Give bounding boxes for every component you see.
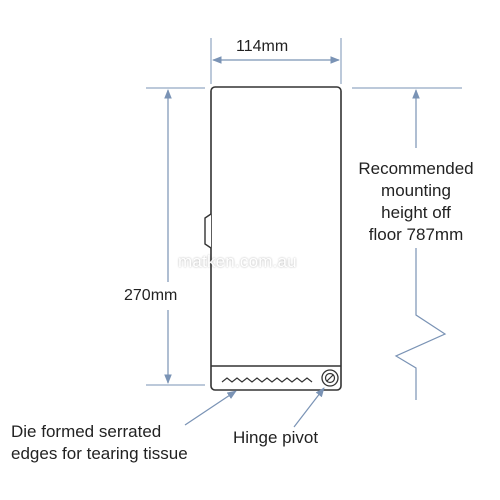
serrated-edges-callout: Die formed serrated edges for tearing ti…: [11, 421, 188, 465]
hinge-slot: [326, 374, 334, 382]
mounting-note-line-3: height off: [381, 203, 451, 222]
serrated-edges-line-2: edges for tearing tissue: [11, 444, 188, 463]
mounting-break-line: [394, 248, 447, 400]
hinge-leader-line: [293, 387, 325, 428]
serrated-leader-line: [184, 390, 237, 426]
mounting-note-line-4: floor 787mm: [368, 225, 464, 244]
serrated-edge: [221, 377, 313, 383]
height-label: 270mm: [124, 287, 178, 304]
mounting-note-line-2: mounting: [381, 181, 451, 200]
lock-latch: [204, 213, 212, 249]
dispenser-body: [210, 86, 342, 391]
serrated-edges-line-1: Die formed serrated: [11, 422, 162, 441]
mounting-note-line-1: Recommended: [358, 159, 474, 178]
width-label: 114mm: [236, 38, 289, 55]
mounting-note: Recommended mounting height off floor 78…: [346, 158, 486, 246]
hinge-pivot-callout: Hinge pivot: [233, 428, 319, 447]
watermark: matken.com.au: [178, 252, 297, 271]
hinge-pivot-inner: [324, 372, 336, 384]
